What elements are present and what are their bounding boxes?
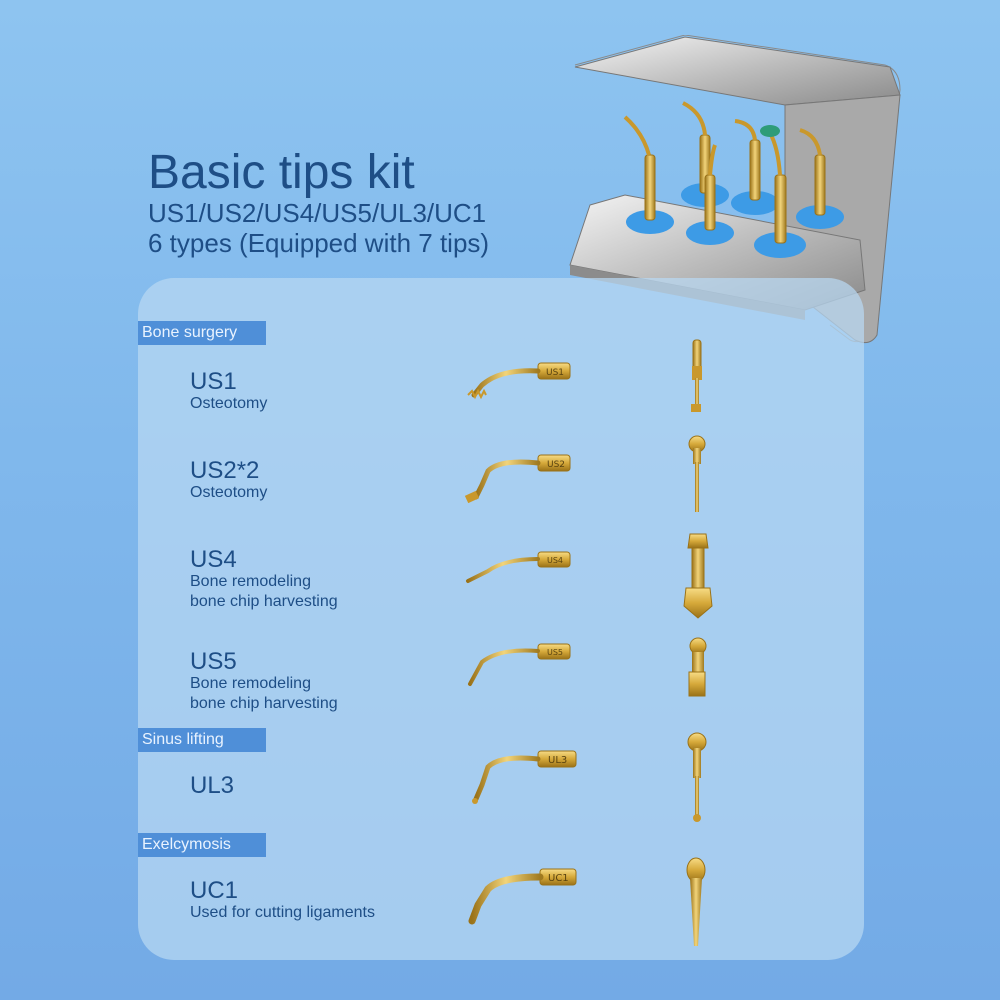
engraving: US4	[547, 556, 563, 565]
uc1-side-image: UC1	[468, 868, 577, 925]
tip-code: US1	[190, 368, 237, 395]
section-sinus-lifting: Sinus lifting	[138, 728, 266, 752]
tip-us4: US4 Bone remodeling bone chip harvesting	[190, 548, 338, 612]
tip-description: Osteotomy	[190, 484, 268, 501]
tip-description-2: bone chip harvesting	[190, 695, 338, 712]
engraving: US5	[547, 648, 563, 657]
us1-side-image: US1	[467, 362, 571, 400]
tip-description: Bone remodeling	[190, 675, 311, 692]
tip-code: UL3	[190, 772, 235, 799]
section-extraction: Exelcymosis	[138, 833, 266, 857]
tip-code: US4	[190, 546, 237, 573]
us1-front-image	[691, 339, 702, 412]
us2-front-image	[688, 435, 706, 512]
tip-description-2: bone chip harvesting	[190, 593, 338, 610]
ul3-side-image: UL3	[472, 750, 577, 804]
tip-description: Used for cutting ligaments	[190, 904, 375, 921]
us4-side-image: US4	[466, 551, 571, 583]
tip-code: US2*2	[190, 457, 260, 484]
tip-ul3: UL3	[190, 774, 234, 798]
page-title: Basic tips kit	[148, 146, 415, 199]
header: Basic tips kit US1/US2/US4/US5/UL3/UC1 6…	[148, 146, 490, 259]
us4-front-image	[683, 533, 713, 619]
engraving: US2	[547, 460, 565, 470]
engraving: UL3	[548, 755, 567, 766]
tip-description: Osteotomy	[190, 395, 268, 412]
tip-description: Bone remodeling	[190, 573, 311, 590]
uc1-front-image	[686, 857, 706, 946]
us2-side-image: US2	[464, 454, 571, 504]
section-bone-surgery: Bone surgery	[138, 321, 266, 345]
tip-code: US5	[190, 648, 237, 675]
tip-code: UC1	[190, 877, 239, 904]
engraving: UC1	[548, 873, 569, 884]
tip-us2: US2*2 Osteotomy	[190, 459, 267, 503]
tip-uc1: UC1 Used for cutting ligaments	[190, 879, 375, 923]
types-note: 6 types (Equipped with 7 tips)	[148, 228, 490, 258]
tip-us1: US1 Osteotomy	[190, 370, 267, 414]
us5-side-image: US5	[468, 643, 571, 686]
tip-us5: US5 Bone remodeling bone chip harvesting	[190, 650, 338, 714]
models-list: US1/US2/US4/US5/UL3/UC1	[148, 198, 487, 228]
us5-front-image	[688, 637, 707, 697]
ul3-front-image	[687, 732, 707, 822]
engraving: US1	[546, 368, 564, 378]
